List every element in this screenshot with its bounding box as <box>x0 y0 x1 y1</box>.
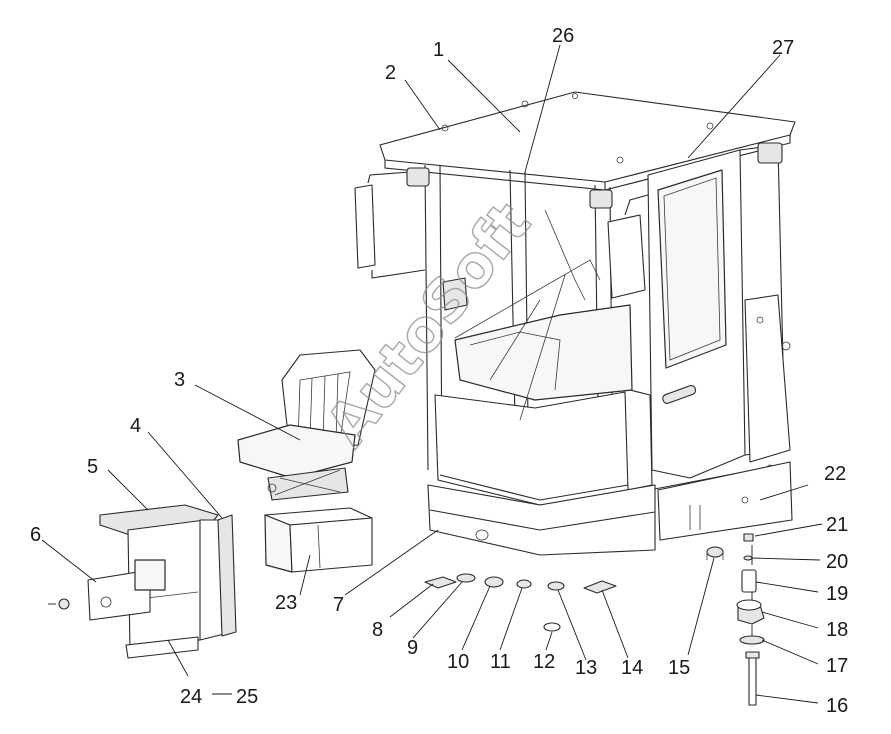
callout-10: 10 <box>447 651 469 673</box>
console-strip <box>217 514 237 637</box>
seat-base <box>264 507 373 573</box>
sleeve-19 <box>741 569 757 593</box>
mount-plate-8 <box>424 576 457 589</box>
center-work-lamp <box>589 189 613 209</box>
washer-9 <box>456 573 476 583</box>
callout-13: 13 <box>575 657 597 679</box>
right-base-beam <box>657 461 793 541</box>
callout-2: 2 <box>385 62 396 84</box>
cab-base-frame <box>427 461 793 556</box>
callout-4: 4 <box>130 415 141 437</box>
door-handle <box>662 385 697 404</box>
callout-9: 9 <box>407 637 418 659</box>
leader-lines <box>41 44 823 704</box>
left-work-lamp <box>406 167 430 187</box>
left-mirror <box>354 167 430 279</box>
callout-15: 15 <box>668 657 690 679</box>
console-base <box>125 636 199 659</box>
washer-11 <box>516 579 532 589</box>
callout-11: 11 <box>490 651 511 673</box>
left-bracket <box>442 277 468 311</box>
callout-7: 7 <box>333 594 344 616</box>
plate-bolt-hole <box>100 596 112 608</box>
plate-fastener <box>58 598 70 610</box>
ring-12 <box>543 622 561 632</box>
steering-console <box>48 504 237 659</box>
right-mirror <box>589 142 783 299</box>
door-window <box>657 169 727 369</box>
washer-13 <box>547 581 565 591</box>
nut-21 <box>743 533 754 542</box>
right-mount-hardware <box>706 533 765 706</box>
callout-20: 20 <box>826 551 848 573</box>
callout-12: 12 <box>533 651 555 673</box>
front-base-beam <box>427 484 656 556</box>
right-work-lamp <box>757 142 783 164</box>
callout-19: 19 <box>826 583 848 605</box>
cab-dashboard <box>454 304 633 401</box>
cab-right-side <box>744 294 791 463</box>
seat-cushion <box>237 424 356 479</box>
bolt-16 <box>748 654 757 706</box>
callout-14: 14 <box>621 657 643 679</box>
callout-8: 8 <box>372 619 383 641</box>
callout-1: 1 <box>433 39 444 61</box>
callout-18: 18 <box>826 619 848 641</box>
callout-22: 22 <box>824 463 846 485</box>
washer-17 <box>739 635 765 645</box>
callout-21: 21 <box>826 514 848 536</box>
callout-27: 27 <box>772 37 794 59</box>
callout-23: 23 <box>275 592 297 614</box>
callout-5: 5 <box>87 456 98 478</box>
callout-17: 17 <box>826 655 848 677</box>
rubber-bushing-15 <box>706 546 724 558</box>
callout-16: 16 <box>826 695 848 717</box>
cab-assembly <box>379 91 796 512</box>
callout-25: 25 <box>236 686 258 708</box>
rubber-mount-10 <box>484 576 504 588</box>
cab-front-lower-panel <box>434 391 629 506</box>
callout-24: 24 <box>180 686 202 708</box>
seat-suspension <box>267 467 349 501</box>
callout-6: 6 <box>30 524 41 546</box>
front-mount-hardware <box>424 573 617 632</box>
mount-plate-14 <box>583 580 617 594</box>
callout-26: 26 <box>552 25 574 47</box>
washer-20 <box>743 555 753 561</box>
callout-labels: 1 2 3 4 5 6 7 8 9 10 11 12 13 14 15 16 1… <box>30 25 848 717</box>
operator-seat <box>237 349 376 501</box>
callout-3: 3 <box>174 369 185 391</box>
